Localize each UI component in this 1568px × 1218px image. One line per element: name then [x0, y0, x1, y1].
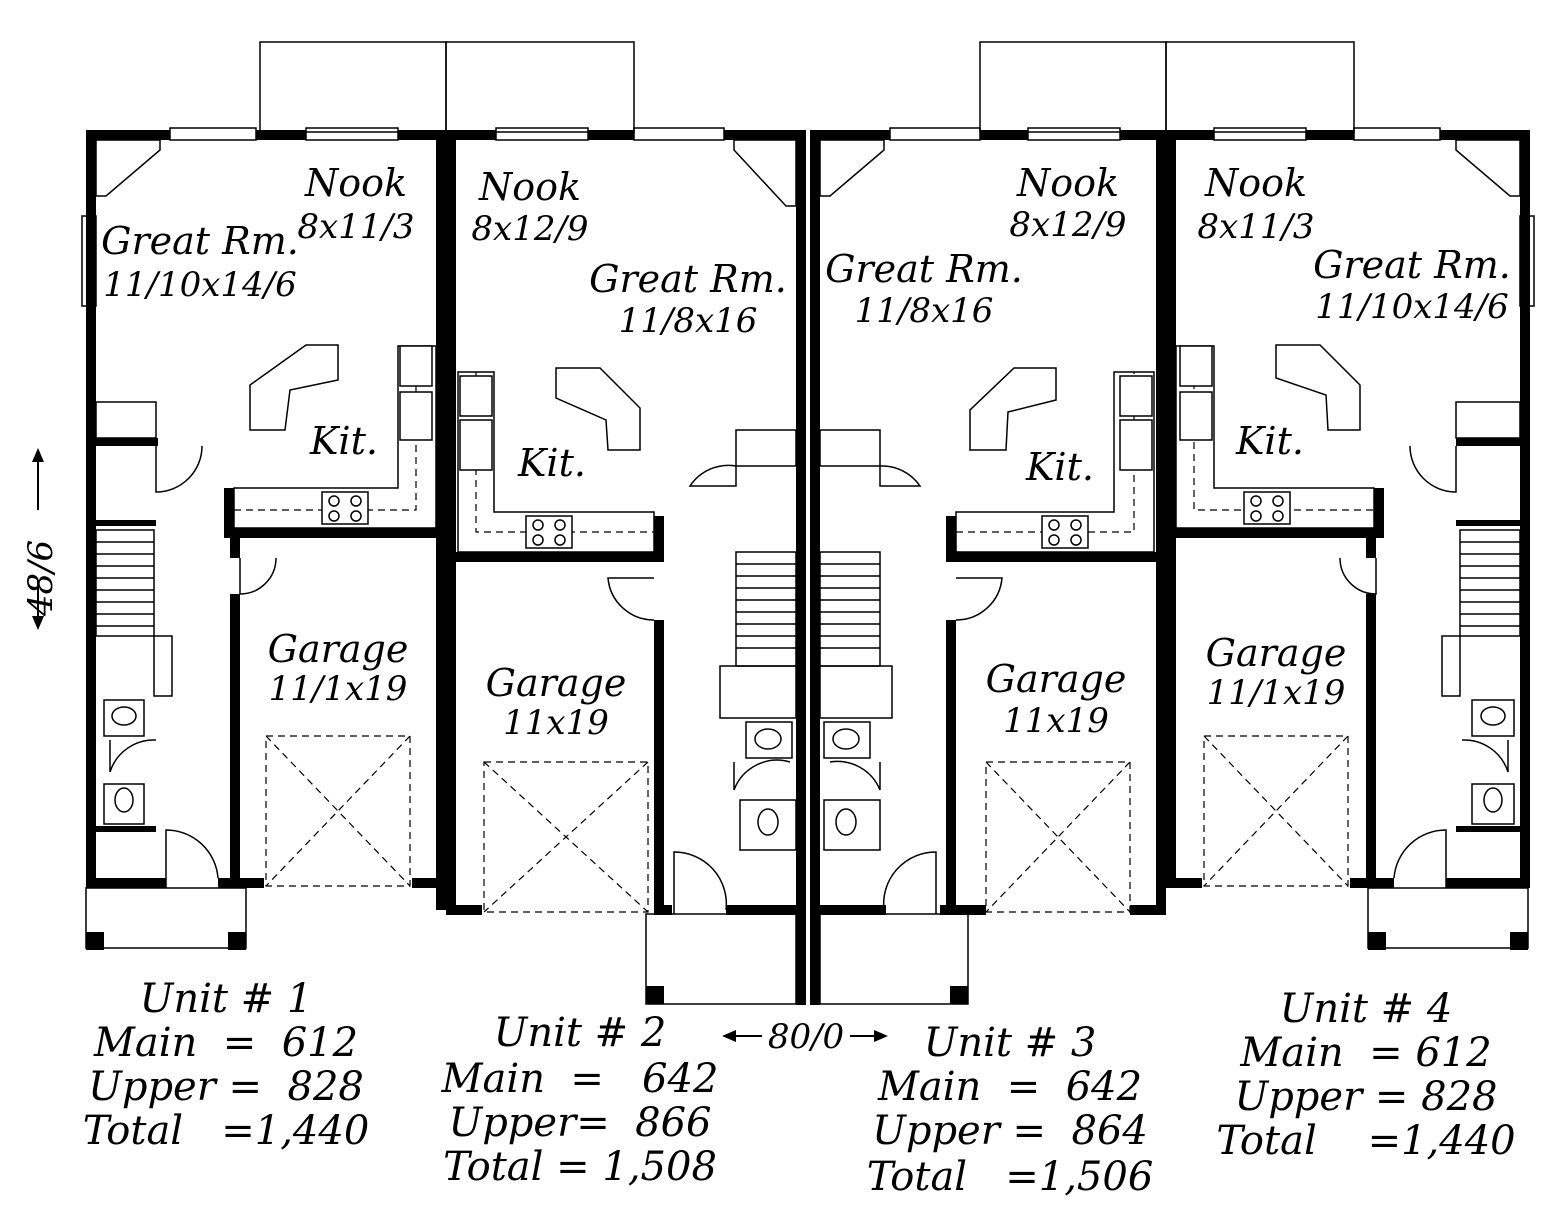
kitchen-label: Kit.: [1025, 445, 1094, 489]
kitchen-appliances: [321, 345, 1291, 549]
great-room-label: Great Rm.: [825, 247, 1023, 291]
nook-label: Nook: [1016, 161, 1119, 205]
front-porches: [85, 887, 1529, 1005]
garage-dimensions: 11/1x19: [1207, 673, 1346, 713]
unit-1-labels: Nook 8x11/3 Great Rm. 11/10x14/6 Kit. Ga…: [101, 161, 414, 709]
nook-dimensions: 8x12/9: [1009, 205, 1126, 245]
upper-area: Upper = 828: [1234, 1074, 1497, 1120]
unit-name: Unit # 3: [924, 1020, 1097, 1066]
stairs: [95, 529, 1521, 719]
great-room-dimensions: 11/10x14/6: [103, 265, 297, 305]
unit-2-labels: Nook 8x12/9 Great Rm. 11/8x16 Kit. Garag…: [471, 165, 786, 743]
nook-dimensions: 8x11/3: [297, 207, 414, 247]
garage-label: Garage: [1206, 631, 1347, 675]
total-area: Total =1,506: [867, 1154, 1154, 1200]
kitchen-label: Kit.: [1235, 419, 1304, 463]
nook-label: Nook: [478, 165, 581, 209]
total-area: Total = 1,508: [443, 1144, 717, 1190]
upper-area: Upper = 864: [872, 1108, 1148, 1154]
entry-alcoves: [95, 401, 1521, 697]
unit-4-summary: Unit # 4 Main = 612 Upper = 828 Total =1…: [1216, 986, 1515, 1164]
unit-name: Unit # 1: [140, 976, 313, 1022]
nook-label: Nook: [304, 161, 407, 205]
kitchen-label: Kit.: [309, 419, 378, 463]
garage-label: Garage: [268, 627, 409, 671]
unit-2-summary: Unit # 2 Main = 642 Upper= 866 Total = 1…: [441, 1010, 719, 1190]
main-area: Main = 612: [93, 1020, 358, 1066]
rear-decks: [259, 41, 1355, 133]
great-room-dimensions: 11/10x14/6: [1315, 287, 1509, 327]
door-swings: [109, 445, 1509, 914]
nook-dimensions: 8x12/9: [471, 209, 588, 249]
kitchen-islands: [249, 344, 1361, 451]
dimension-width: 80/0: [722, 1017, 888, 1057]
upper-area: Upper= 866: [448, 1100, 711, 1146]
width-label: 80/0: [768, 1017, 844, 1057]
great-room-label: Great Rm.: [589, 257, 787, 301]
nook-label: Nook: [1204, 161, 1307, 205]
total-area: Total =1,440: [1216, 1118, 1515, 1164]
great-room-dimensions: 11/8x16: [855, 291, 994, 331]
main-area: Main = 642: [877, 1064, 1142, 1110]
dimension-depth: 48/6: [21, 448, 61, 630]
unit-name: Unit # 4: [1280, 986, 1453, 1032]
garage-label: Garage: [986, 657, 1127, 701]
unit-4-labels: Nook 8x11/3 Great Rm. 11/10x14/6 Kit. Ga…: [1197, 161, 1510, 713]
unit-name: Unit # 2: [494, 1010, 667, 1056]
great-room-dimensions: 11/8x16: [619, 301, 758, 341]
rear-windows: [81, 127, 1535, 307]
unit-1-summary: Unit # 1 Main = 612 Upper = 828 Total =1…: [83, 976, 370, 1154]
main-area: Main = 642: [441, 1056, 719, 1102]
garage-dimensions: 11x19: [503, 703, 609, 743]
bathroom-fixtures: [103, 699, 1515, 851]
depth-label: 48/6: [21, 540, 61, 617]
unit-3-labels: Nook 8x12/9 Great Rm. 11/8x16 Kit. Garag…: [825, 161, 1126, 741]
garage-dimensions: 11/1x19: [269, 669, 408, 709]
garage-dimensions: 11x19: [1003, 701, 1109, 741]
fireplaces: [95, 139, 1521, 207]
garage-label: Garage: [486, 661, 627, 705]
great-room-label: Great Rm.: [101, 219, 299, 263]
main-area: Main = 612: [1239, 1030, 1491, 1076]
kitchen-label: Kit.: [517, 441, 586, 485]
great-room-label: Great Rm.: [1313, 243, 1511, 287]
total-area: Total =1,440: [83, 1108, 370, 1154]
unit-3-summary: Unit # 3 Main = 642 Upper = 864 Total =1…: [867, 1020, 1154, 1200]
interior-walls: [96, 438, 1520, 910]
upper-area: Upper = 828: [88, 1064, 364, 1110]
nook-dimensions: 8x11/3: [1197, 207, 1314, 247]
garage-doors: [265, 735, 1349, 913]
